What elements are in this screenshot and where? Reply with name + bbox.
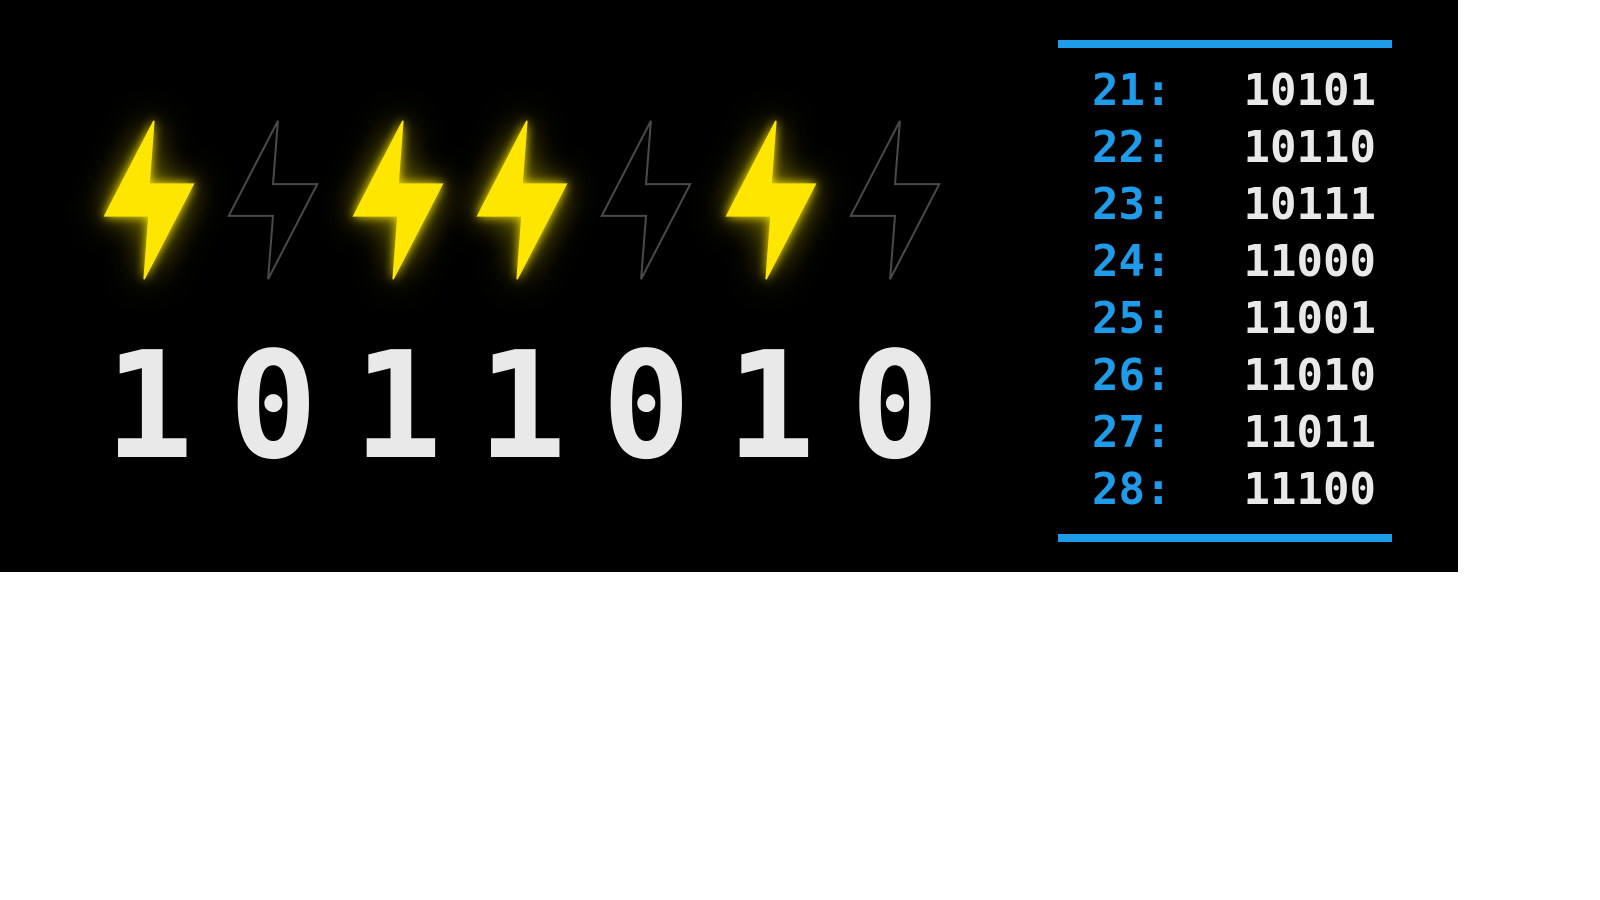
lightning-bolt-icon [337,103,459,298]
binary-panel: 1 0 1 1 0 1 0 21: 10101 22: 10110 23: 10… [0,0,1458,572]
binary-digit: 1 [477,320,567,492]
table-row: 26: 11010 [1092,347,1376,404]
binary-value: 10101 [1243,64,1376,116]
decimal-value: 22: [1092,121,1172,173]
lightning-bolt-icon [461,103,583,298]
binary-conversion-table: 21: 10101 22: 10110 23: 10111 24: 11000 … [1058,40,1392,542]
binary-value: 11100 [1243,463,1376,515]
decimal-value: 26: [1092,349,1172,401]
lightning-bolt-icon [212,103,334,298]
table-row: 27: 11011 [1092,404,1376,461]
lightning-bolt-icon [834,103,956,298]
decimal-value: 23: [1092,178,1172,230]
lightning-bolt-icon [88,103,210,298]
decimal-value: 27: [1092,406,1172,458]
binary-value: 11000 [1243,235,1376,287]
table-row: 21: 10101 [1092,62,1376,119]
binary-digit: 0 [850,320,940,492]
decimal-value: 24: [1092,235,1172,287]
binary-value: 11001 [1243,292,1376,344]
binary-value: 10111 [1243,178,1376,230]
decimal-value: 21: [1092,64,1172,116]
binary-value: 11010 [1243,349,1376,401]
lightning-bolt-icon [585,103,707,298]
binary-value: 10110 [1243,121,1376,173]
decimal-value: 28: [1092,463,1172,515]
binary-digit: 1 [353,320,443,492]
binary-digit: 0 [228,320,318,492]
lightning-bolt-icon [710,103,832,298]
table-row: 25: 11001 [1092,290,1376,347]
table-row: 23: 10111 [1092,176,1376,233]
decimal-value: 25: [1092,292,1172,344]
bolt-row [88,100,956,300]
binary-digit: 0 [601,320,691,492]
table-row: 24: 11000 [1092,233,1376,290]
binary-digit: 1 [726,320,816,492]
table-row: 22: 10110 [1092,119,1376,176]
table-row: 28: 11100 [1092,461,1376,518]
binary-value: 11011 [1243,406,1376,458]
binary-digit: 1 [104,320,194,492]
binary-readout: 1 0 1 1 0 1 0 [88,332,956,480]
